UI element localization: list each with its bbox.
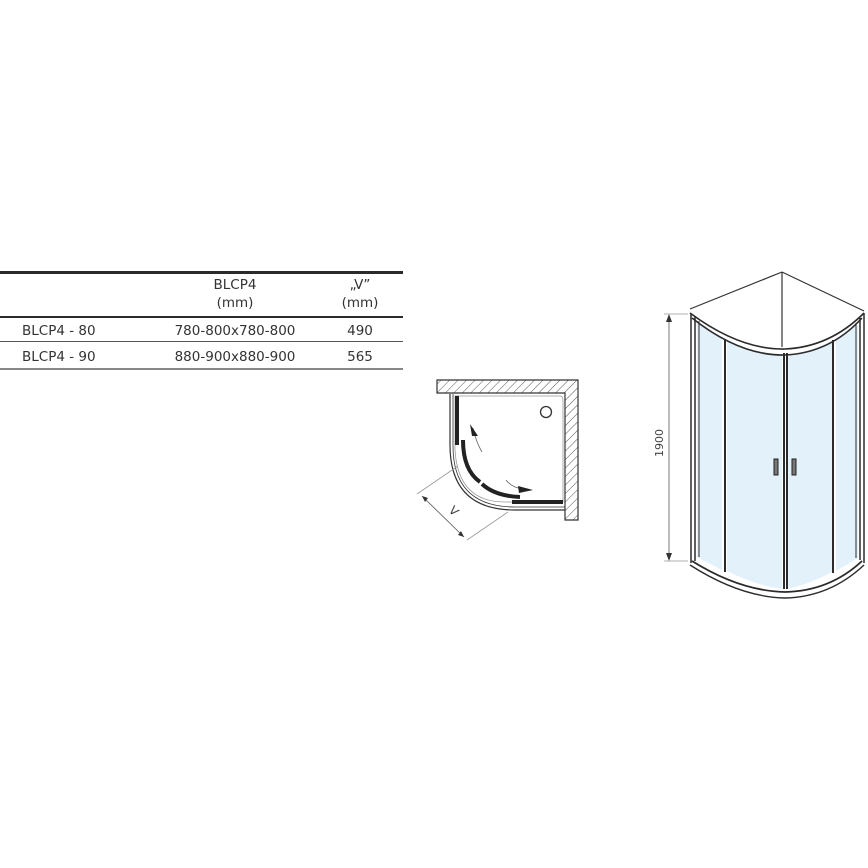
table-top-rule [0, 271, 403, 274]
handle-right-icon [791, 458, 797, 476]
row-1-dimensions: 780-800x780-800 [174, 323, 296, 339]
row-2-v: 565 [347, 349, 373, 365]
row-2-model: BLCP4 - 90 [22, 349, 96, 365]
glass-panels [697, 323, 858, 589]
wall-hatching [436, 379, 579, 521]
v-dimension-label: V [446, 503, 462, 519]
header-dimensions-unit: (mm) [216, 295, 254, 311]
row-2-dimensions: 880-900x880-900 [174, 349, 296, 365]
arrow-up-icon [470, 424, 478, 436]
height-label: 1900 [653, 429, 666, 457]
arrow-right-icon [518, 486, 533, 493]
top-outline [689, 271, 865, 347]
height-dimension: 1900 [653, 313, 688, 562]
header-v-title: „V” [349, 277, 371, 293]
drain-icon [539, 405, 553, 419]
row-1-v: 490 [347, 323, 373, 339]
table-bottom-rule [0, 368, 403, 370]
bottom-track [689, 560, 865, 599]
table-header-rule [0, 316, 403, 318]
header-dimensions-title: BLCP4 [213, 277, 257, 293]
plan-view-diagram: V [416, 379, 579, 541]
header-v-unit: (mm) [341, 295, 379, 311]
elevation-view-diagram: 1900 [653, 271, 865, 599]
top-track [689, 312, 865, 356]
handle-left-icon [773, 458, 779, 476]
v-dimension: V [416, 465, 509, 541]
frame-profiles [690, 313, 865, 589]
table-row-divider [0, 341, 403, 342]
row-1-model: BLCP4 - 80 [22, 323, 96, 339]
